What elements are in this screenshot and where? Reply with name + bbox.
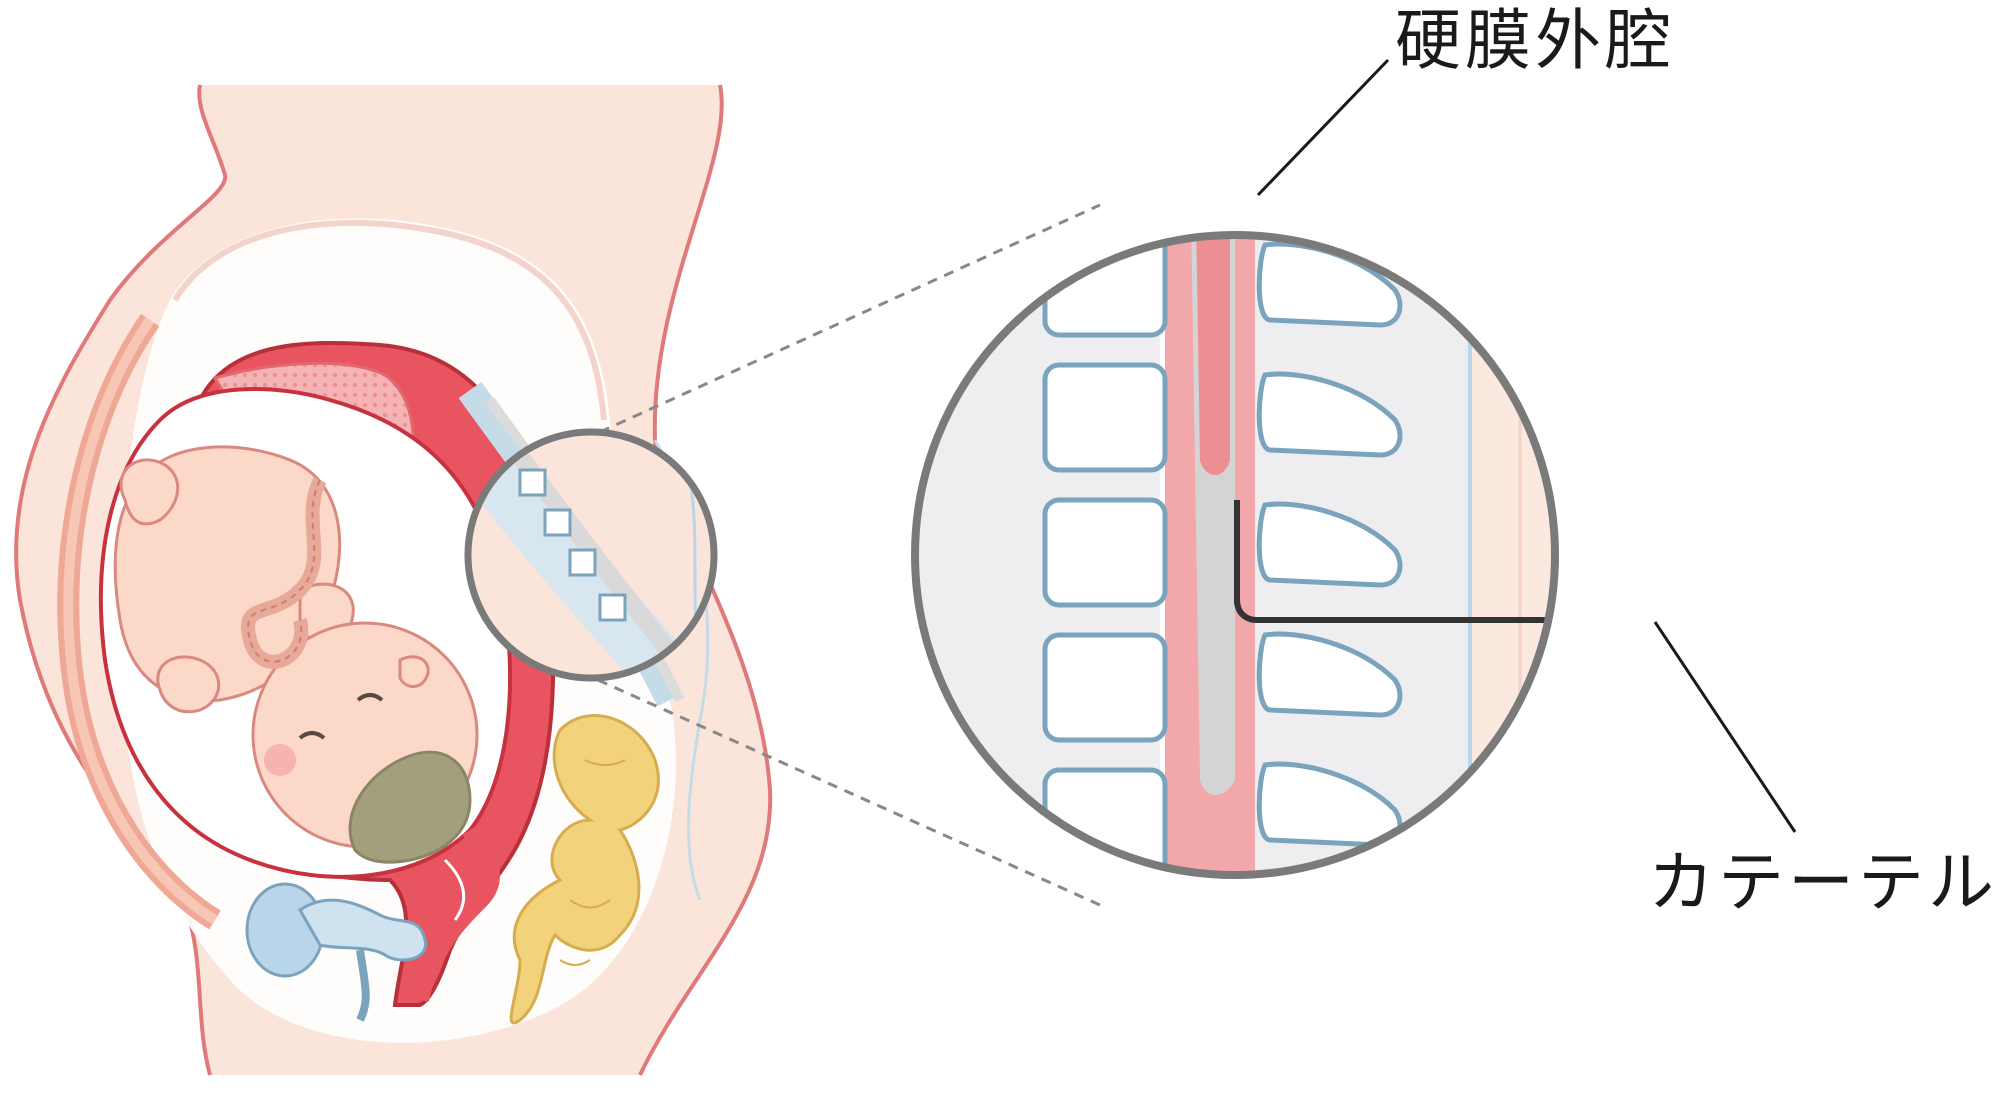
- bladder: [245, 882, 427, 1022]
- fetus: [113, 445, 479, 864]
- epidural-space-label: 硬膜外腔: [1395, 2, 1675, 79]
- fetus-foot: [156, 655, 221, 714]
- leader-lines: [1256, 58, 1797, 833]
- fetus-eye-right: [356, 693, 384, 702]
- vertebral-bodies: [1042, 235, 1168, 875]
- peritoneum-line: [172, 219, 607, 421]
- spinal-cord: [1195, 235, 1230, 475]
- umbilical-cord-texture: [247, 479, 321, 663]
- catheter-leader: [1653, 621, 1797, 833]
- magnifier-ring: [911, 231, 1559, 879]
- abdominal-muscle: [57, 313, 221, 930]
- birth-canal: [411, 825, 500, 1002]
- zoom-guides: [597, 203, 1101, 907]
- magnified-spine-view: [911, 231, 1559, 879]
- fetus-eye-left: [298, 731, 326, 740]
- fetus-hair: [348, 750, 472, 864]
- fetus-ear: [398, 655, 430, 688]
- fetus-cheek: [264, 744, 296, 776]
- catheter-label: カテーテル: [1648, 844, 1998, 921]
- intestine: [509, 714, 660, 1025]
- epidural-leader: [1256, 58, 1390, 197]
- fetus-leg: [119, 458, 180, 526]
- catheter: [1234, 500, 1555, 623]
- spinous-processes: [1256, 241, 1403, 848]
